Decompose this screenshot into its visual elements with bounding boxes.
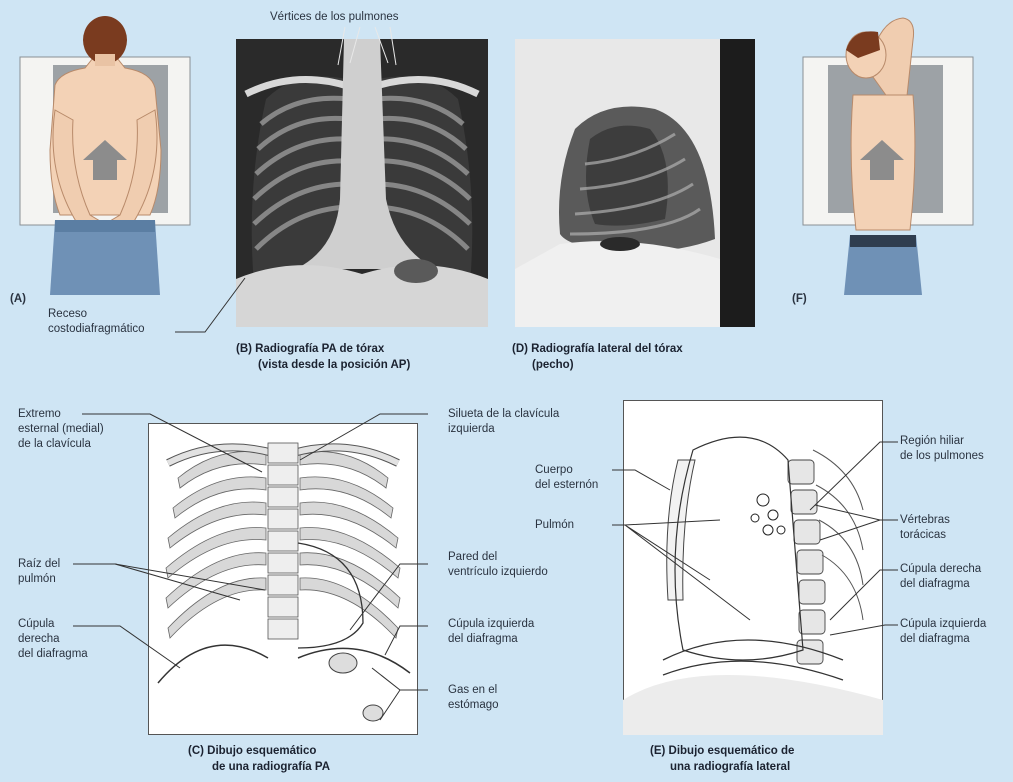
left-clavicle-silhouette-label: Silueta de la clavícula izquierda (448, 407, 559, 437)
left-diaphragm-dome-label-e: Cúpula izquierda del diafragma (900, 617, 986, 647)
lung-apex-pointer-lines (320, 25, 410, 75)
pa-chest-radiograph (236, 39, 488, 327)
sternum-body-label: Cuerpo del esternón (535, 463, 598, 493)
panel-b-caption-line1: (B) Radiografía PA de tórax (236, 342, 384, 357)
hilar-region-label: Región hiliar de los pulmones (900, 434, 984, 464)
panel-c-caption-line1: (C) Dibujo esquemático (188, 744, 316, 759)
right-diaphragm-dome-label-c: Cúpula derecha del diafragma (18, 617, 88, 662)
stomach-gas-label: Gas en el estómago (448, 683, 499, 713)
panel-d-caption-line1: (D) Radiografía lateral del tórax (512, 342, 683, 357)
panel-f-letter: (F) (792, 292, 807, 307)
panel-a-illustration (15, 10, 195, 295)
costodiaphragmatic-recess-label: Receso costodiafragmático (48, 307, 145, 337)
panel-d-caption-line2: (pecho) (532, 358, 574, 373)
panel-a-letter: (A) (10, 292, 26, 307)
panel-e-caption-line1: (E) Dibujo esquemático de (650, 744, 794, 759)
right-diaphragm-dome-label-e: Cúpula derecha del diafragma (900, 562, 981, 592)
panel-b-caption-line2: (vista desde la posición AP) (258, 358, 410, 373)
sternal-clavicle-end-label: Extremo esternal (medial) de la clavícul… (18, 407, 104, 452)
lung-label: Pulmón (535, 518, 574, 533)
lung-apices-label: Vértices de los pulmones (270, 10, 398, 25)
panel-f-illustration (798, 10, 976, 295)
lateral-chest-radiograph (515, 39, 755, 327)
lung-root-label: Raíz del pulmón (18, 557, 60, 587)
left-diaphragm-dome-label-c: Cúpula izquierda del diafragma (448, 617, 534, 647)
recess-pointer-line (170, 270, 260, 340)
panel-e-caption-line2: una radiografía lateral (670, 760, 790, 775)
left-ventricle-wall-label: Pared del ventrículo izquierdo (448, 550, 548, 580)
thoracic-vertebrae-label: Vértebras torácicas (900, 513, 950, 543)
panel-c-caption-line2: de una radiografía PA (212, 760, 330, 775)
panel-e-leader-lines (600, 420, 910, 650)
